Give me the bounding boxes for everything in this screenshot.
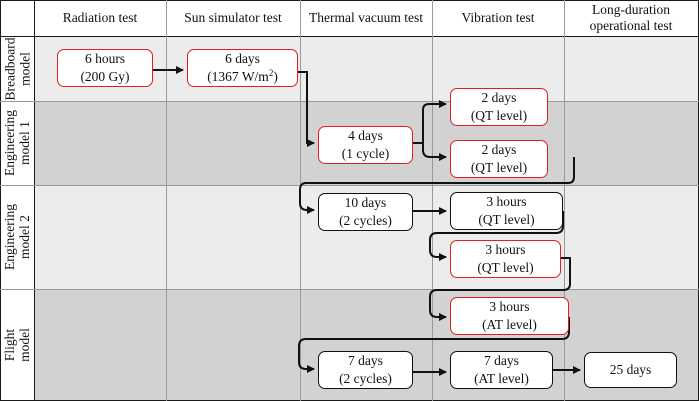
- arrow-sunsim-to-em1-thermal: [298, 71, 315, 147]
- box-text: 3 hours (QT level): [478, 193, 534, 229]
- box-line1: 6 days: [225, 51, 260, 66]
- grid-line: [0, 289, 699, 290]
- column-header-label: Thermal vacuum test: [309, 10, 423, 25]
- column-header-radiation: Radiation test: [34, 0, 166, 36]
- box-flight-vibration-a: 3 hours (AT level): [450, 297, 569, 335]
- box-em2-thermal-vacuum: 10 days (2 cycles): [318, 193, 413, 231]
- box-text: 7 days (2 cycles): [339, 352, 392, 388]
- grid-line: [564, 0, 565, 401]
- box-line2: (AT level): [474, 371, 529, 386]
- box-text: 6 hours (200 Gy): [80, 50, 129, 86]
- box-line2: (2 cycles): [339, 213, 392, 228]
- arrow-em1-thermal-to-vib-a: [413, 100, 447, 144]
- grid-line: [0, 0, 1, 401]
- box-em2-vibration-a: 3 hours (QT level): [450, 192, 563, 230]
- column-header-label: Radiation test: [62, 10, 138, 25]
- box-superscript: 2: [268, 68, 274, 78]
- arrow-em1-to-em2-thermal: [299, 157, 575, 214]
- box-text: 3 hours (AT level): [482, 298, 537, 334]
- box-line1: 2 days: [481, 90, 517, 105]
- grid-line: [0, 36, 699, 37]
- arrow-em1-thermal-to-vib-b: [422, 143, 447, 161]
- box-text: 7 days (AT level): [474, 352, 529, 388]
- box-flight-long-duration: 25 days: [584, 352, 677, 388]
- box-breadboard-sun-simulator: 6 days (1367 W/m2): [187, 49, 298, 87]
- box-text: 10 days (2 cycles): [339, 194, 392, 230]
- grid-line: [0, 185, 699, 186]
- box-em1-vibration-a: 2 days (QT level): [450, 88, 548, 126]
- row-label-breadboard: Breadboard model: [0, 37, 34, 101]
- box-flight-vibration-b: 7 days (AT level): [450, 351, 553, 389]
- box-line2: (1367 W/m: [207, 69, 269, 84]
- box-line1: 6 hours: [84, 51, 126, 66]
- column-header-long-duration: Long-duration operational test: [564, 0, 698, 36]
- box-text: 25 days: [609, 362, 652, 377]
- arrow-em2-vib-b-to-fm-vib-a: [429, 257, 571, 321]
- row-label-engineering-2: Engineering model 2: [0, 185, 34, 289]
- box-flight-thermal-vacuum: 7 days (2 cycles): [318, 351, 413, 389]
- box-text: 3 hours (QT level): [477, 241, 533, 277]
- arrow-fm-vib-a-to-fm-thermal: [298, 317, 570, 373]
- row-label-flight: Flight model: [0, 289, 34, 400]
- grid-line: [0, 101, 699, 102]
- box-line2-tail: ): [273, 69, 278, 84]
- box-em1-thermal-vacuum: 4 days (1 cycle): [318, 126, 413, 164]
- box-line1: 4 days: [348, 128, 383, 143]
- box-text: 2 days (QT level): [471, 141, 527, 177]
- column-header-label: Sun simulator test: [184, 10, 282, 25]
- box-line1: 3 hours: [485, 242, 526, 257]
- box-line2: (2 cycles): [339, 371, 392, 386]
- box-em2-vibration-b: 3 hours (QT level): [450, 240, 561, 278]
- box-line2: (QT level): [470, 160, 528, 175]
- column-header-thermal-vacuum: Thermal vacuum test: [300, 0, 432, 36]
- grid-line: [432, 0, 433, 401]
- box-breadboard-radiation: 6 hours (200 Gy): [57, 49, 153, 87]
- grid-line: [166, 0, 167, 401]
- box-line2: (AT level): [482, 317, 537, 332]
- column-header-label: Vibration test: [461, 10, 535, 25]
- box-line2: (1 cycle): [341, 146, 390, 161]
- grid-line: [0, 0, 699, 1]
- column-header-vibration: Vibration test: [432, 0, 564, 36]
- box-text: 2 days (QT level): [471, 89, 527, 125]
- box-line1: 3 hours: [489, 299, 530, 314]
- box-line1: 3 hours: [486, 194, 527, 209]
- box-line1: 7 days: [484, 353, 519, 368]
- arrow-em2-vib-a-to-vib-b: [429, 211, 564, 261]
- box-text: 4 days (1 cycle): [342, 127, 390, 163]
- row-label-engineering-1: Engineering model 1: [0, 101, 34, 185]
- box-em1-vibration-b: 2 days (QT level): [450, 140, 548, 178]
- box-line2: (QT level): [478, 212, 535, 227]
- box-line2: (QT level): [470, 108, 528, 123]
- box-line1: 2 days: [481, 142, 517, 157]
- box-text: 6 days (1367 W/m2): [207, 50, 278, 86]
- grid-line: [34, 0, 35, 401]
- box-line2: (QT level): [477, 260, 534, 275]
- column-header-label: Long-duration operational test: [589, 2, 673, 33]
- box-line2: (200 Gy): [80, 69, 130, 84]
- box-line1: 10 days: [344, 195, 387, 210]
- box-line1: 7 days: [348, 353, 383, 368]
- column-header-sun-simulator: Sun simulator test: [166, 0, 300, 36]
